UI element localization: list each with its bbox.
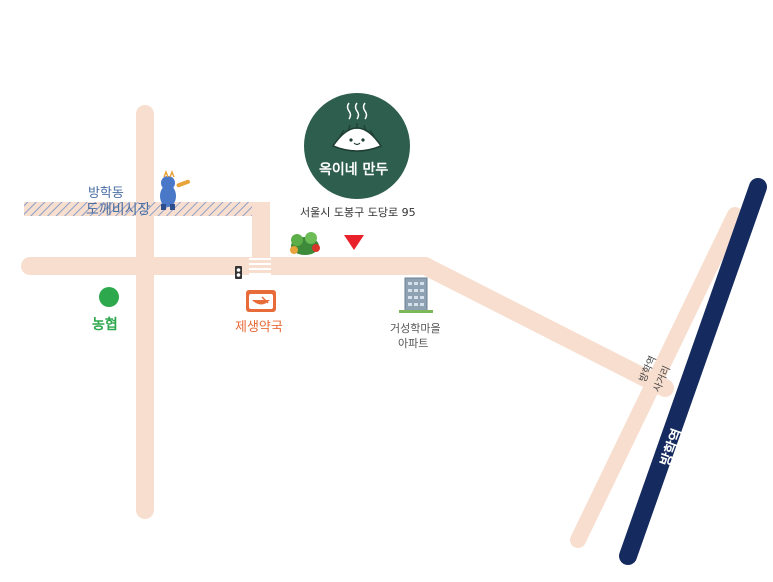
dumpling-icon	[331, 123, 383, 152]
pharmacy-icon	[246, 290, 276, 312]
vegetables-icon	[290, 232, 320, 255]
rail-line	[619, 178, 767, 565]
location-marker-icon	[344, 235, 364, 250]
nonghyup-label: 농협	[92, 317, 118, 333]
apartment-label-line2: 아파트	[398, 337, 429, 350]
store-address: 서울시 도봉구 도당로 95	[300, 206, 416, 219]
pharmacy-label: 제생약국	[235, 320, 283, 335]
traffic-light-icon	[235, 266, 242, 279]
steam-icon	[346, 102, 368, 120]
road-market-link	[252, 202, 270, 272]
store-name: 옥이네 만두	[319, 162, 389, 178]
road-diagonal-east	[416, 257, 674, 397]
store-logo	[304, 93, 410, 199]
apartment-label-line1: 거성학마을	[390, 322, 441, 335]
crosswalk-icon	[249, 258, 271, 275]
goblin-mascot-icon	[160, 169, 190, 210]
market-label-line2: 도깨비시장	[86, 202, 151, 218]
nonghyup-dot-icon	[99, 287, 119, 307]
roads	[21, 105, 743, 548]
apartment-building-icon	[399, 277, 433, 313]
market-label-line1: 방학동	[88, 186, 124, 201]
market-street	[24, 202, 270, 216]
road-diagonal-north	[570, 207, 743, 548]
